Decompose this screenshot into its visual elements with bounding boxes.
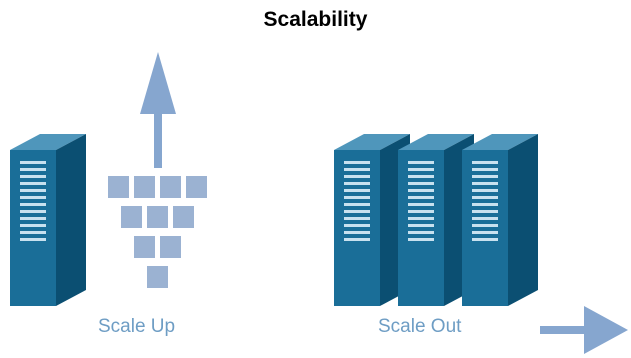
scale-up-arrow-icon: [140, 52, 176, 168]
scale-out-label: Scale Out: [378, 316, 462, 337]
server-single: [10, 134, 86, 306]
diagram-title: Scalability: [263, 8, 368, 31]
scale-up-blocks: [108, 176, 207, 288]
scale-up-label: Scale Up: [98, 316, 176, 337]
scale-out-arrow-icon: [540, 306, 628, 354]
server-3: [462, 134, 538, 306]
